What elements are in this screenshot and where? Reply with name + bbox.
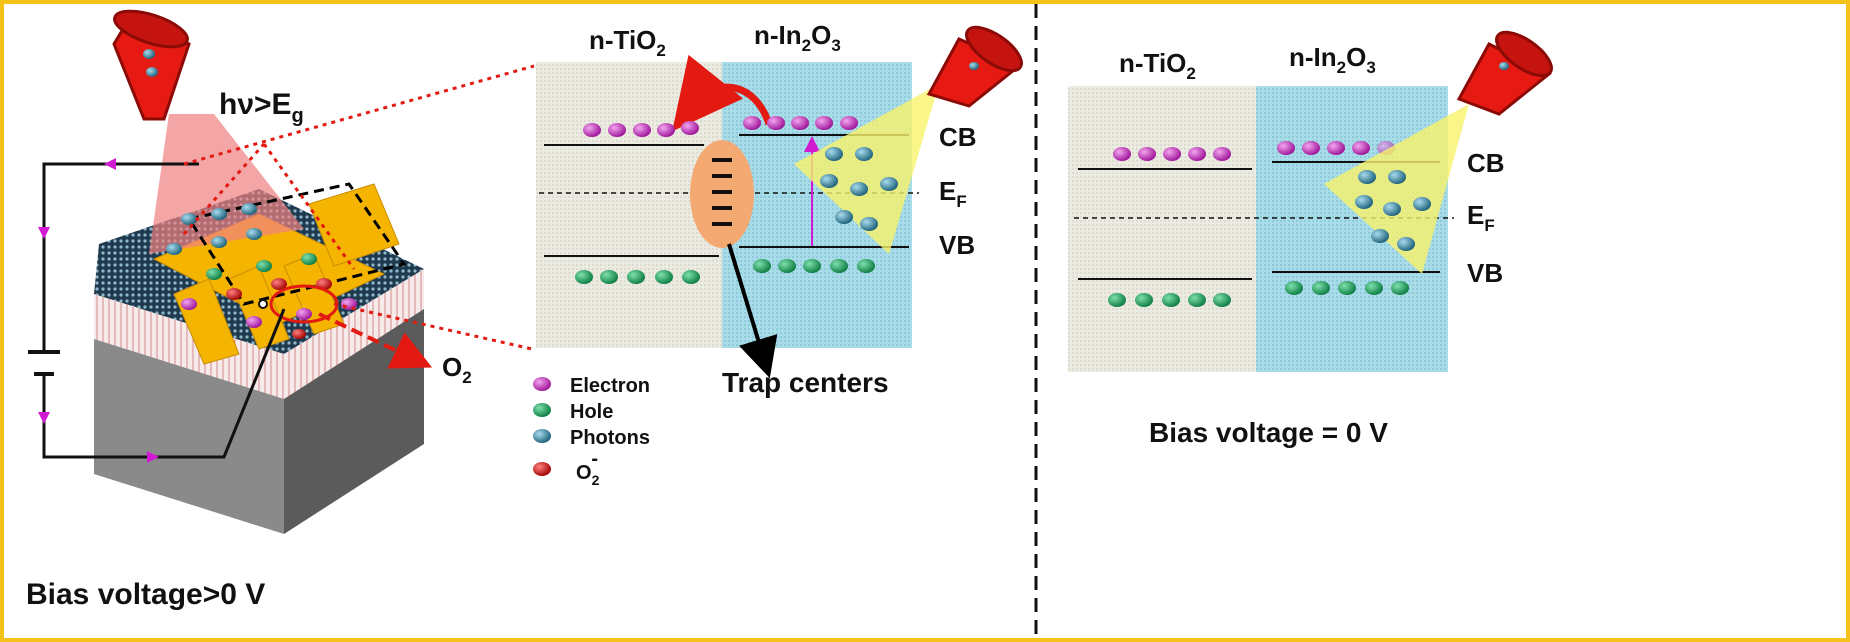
band-diagram-unbiased: n-TiO2 n-In2O3 [1068, 30, 1553, 448]
striped-layer-side [284, 269, 424, 399]
legend-electron-marker [533, 377, 551, 391]
laser-pointer-left [112, 9, 191, 121]
legend-hole-label: Hole [570, 401, 613, 423]
in2o3-label-right: n-In2O3 [1289, 42, 1376, 77]
trap-centers-label: Trap centers [722, 367, 889, 398]
tio2-region-right [1068, 86, 1256, 372]
tio2-electrons [583, 121, 699, 137]
electron-transfer-arrow [672, 54, 773, 132]
tio2-electrons-right [1113, 147, 1231, 161]
legend-photons-label: Photons [570, 427, 650, 449]
tio2-label: n-TiO2 [589, 25, 666, 60]
trap-center-arrow [727, 243, 778, 379]
light-beam-middle [794, 84, 939, 254]
tio2-holes [575, 270, 700, 284]
legend-o2-marker [533, 462, 551, 476]
trap-level-dashes [712, 158, 732, 226]
cb-label-middle: CB [939, 122, 977, 152]
legend: Electron Hole Photons O2- [533, 375, 650, 488]
vb-label-middle: VB [939, 230, 975, 260]
ef-label-middle: EF [939, 176, 967, 211]
current-arrows [38, 158, 159, 463]
photon-energy-label: hν>Eg [219, 88, 304, 127]
legend-o2-label: O2- [576, 448, 600, 488]
bias-voltage-left: Bias voltage>0 V [26, 578, 265, 611]
in2o3-holes [753, 259, 875, 273]
ef-label-right: EF [1467, 200, 1495, 235]
oxygen-label: O2 [442, 352, 472, 387]
band-diagram-biased: n-TiO2 n-In2O3 [536, 20, 1023, 398]
in2o3-label: n-In2O3 [754, 20, 841, 55]
device-schematic: O2 hν>Eg Bias vo [26, 9, 535, 611]
figure-canvas: O2 hν>Eg Bias vo [26, 4, 1553, 638]
beam-photons-right [1355, 170, 1431, 251]
zoom-lines [182, 64, 535, 351]
beam-photons-middle [820, 147, 898, 231]
vb-label-right: VB [1467, 258, 1503, 288]
in2o3-holes-right [1285, 281, 1409, 295]
legend-hole-marker [533, 403, 551, 417]
legend-electron-label: Electron [570, 375, 650, 397]
tio2-holes-right [1108, 293, 1231, 307]
cb-label-right: CB [1467, 148, 1505, 178]
legend-photon-marker [533, 429, 551, 443]
laser-pointer-middle [926, 25, 1023, 108]
striped-layer-front [94, 294, 284, 399]
tio2-label-right: n-TiO2 [1119, 48, 1196, 83]
bias-voltage-right: Bias voltage = 0 V [1149, 417, 1388, 448]
light-beam-right [1324, 104, 1469, 274]
zoom-box [186, 182, 407, 306]
in2o3-electrons [743, 116, 858, 130]
laser-pointer-right [1456, 30, 1553, 116]
